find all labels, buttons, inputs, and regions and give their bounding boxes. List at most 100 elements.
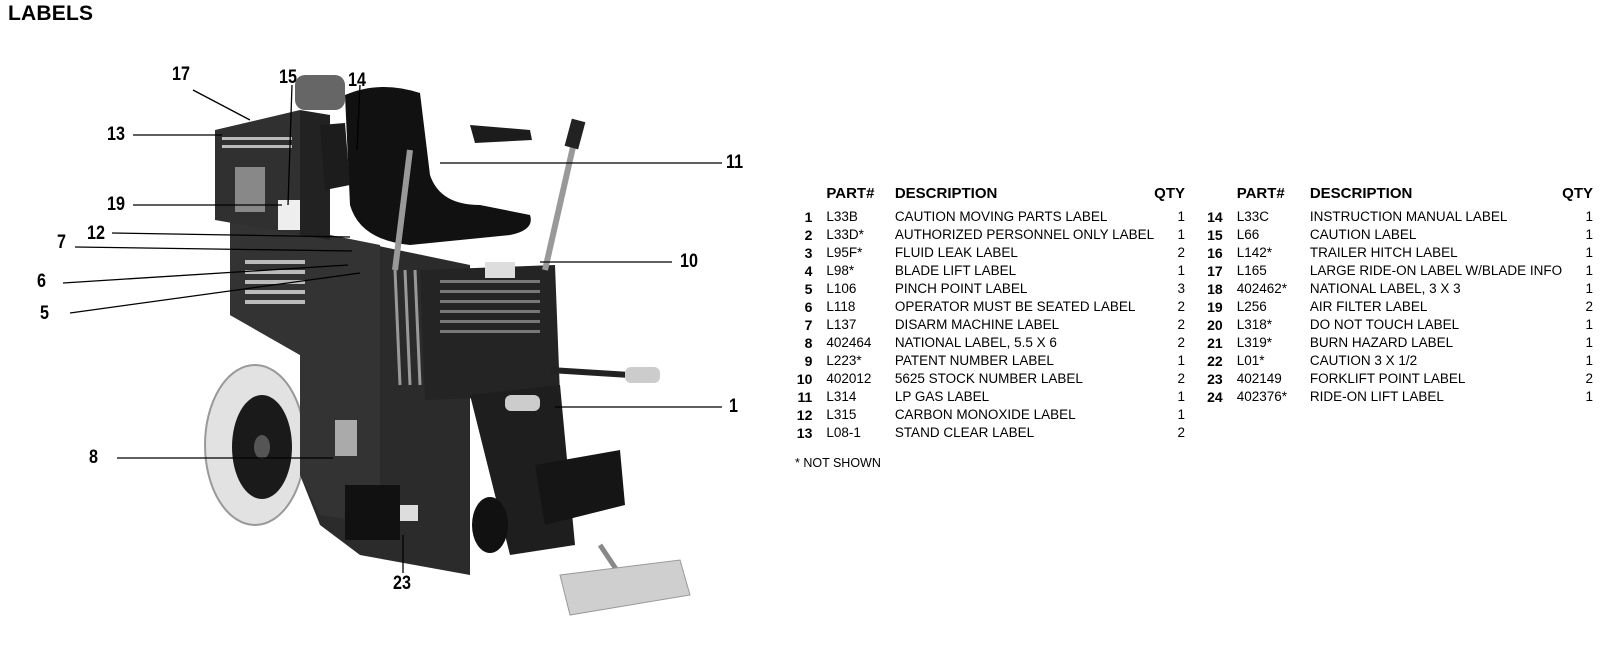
- quantity: 1: [1585, 227, 1593, 242]
- item-number: 23: [1207, 371, 1223, 387]
- item-number: 14: [1207, 209, 1223, 225]
- item-number: 9: [804, 353, 813, 369]
- description: DISARM MACHINE LABEL: [894, 317, 1060, 332]
- callout-14: 14: [348, 70, 366, 91]
- table-row: 4 L98* BLADE LIFT LABEL 1: [795, 263, 1185, 281]
- part-number: L315: [826, 407, 857, 422]
- quantity: 1: [1177, 227, 1185, 242]
- description: AUTHORIZED PERSONNEL ONLY LABEL: [894, 227, 1155, 242]
- part-number: L318*: [1236, 317, 1272, 332]
- quantity: 1: [1585, 317, 1593, 332]
- callout-11: 11: [726, 152, 744, 173]
- quantity: 1: [1585, 245, 1593, 260]
- item-number: 22: [1207, 353, 1223, 369]
- quantity: 1: [1585, 353, 1593, 368]
- item-number: 8: [804, 335, 813, 351]
- header-qty: QTY: [1154, 185, 1185, 202]
- item-number: 13: [796, 425, 813, 441]
- description: CARBON MONOXIDE LABEL: [894, 407, 1076, 422]
- table-header-row: PART# DESCRIPTION QTY: [1205, 185, 1593, 209]
- callout-15: 15: [279, 67, 297, 88]
- description: CAUTION 3 X 1/2: [1309, 353, 1418, 368]
- description: AIR FILTER LABEL: [1309, 299, 1428, 314]
- table-row: 20 L318* DO NOT TOUCH LABEL 1: [1205, 317, 1593, 335]
- description: BLADE LIFT LABEL: [894, 263, 1017, 278]
- quantity: 1: [1177, 263, 1185, 278]
- quantity: 1: [1177, 353, 1185, 368]
- item-number: 17: [1207, 263, 1223, 279]
- callout-6: 6: [37, 271, 46, 292]
- part-number: 402012: [826, 371, 872, 386]
- item-number: 5: [804, 281, 813, 297]
- part-number: L142*: [1236, 245, 1272, 260]
- quantity: 2: [1177, 425, 1185, 440]
- part-number: 402462*: [1236, 281, 1288, 296]
- item-number: 19: [1207, 299, 1223, 315]
- part-number: 402376*: [1236, 389, 1288, 404]
- callout-17: 17: [172, 64, 190, 85]
- description: OPERATOR MUST BE SEATED LABEL: [894, 299, 1136, 314]
- item-number: 18: [1207, 281, 1223, 297]
- description: DO NOT TOUCH LABEL: [1309, 317, 1460, 332]
- quantity: 2: [1177, 317, 1185, 332]
- description: BURN HAZARD LABEL: [1309, 335, 1454, 350]
- quantity: 2: [1177, 245, 1185, 260]
- part-number: 402149: [1236, 371, 1282, 386]
- item-number: 16: [1207, 245, 1223, 261]
- quantity: 1: [1585, 389, 1593, 404]
- part-number: L106: [826, 281, 857, 296]
- header-description: DESCRIPTION: [894, 185, 998, 202]
- callout-7: 7: [57, 232, 66, 253]
- machine-figure: 17 15 14 13 11 19 12 7 6 10 5 1 8 23: [0, 55, 790, 655]
- part-number: L33C: [1236, 209, 1269, 224]
- item-number: 21: [1207, 335, 1223, 351]
- part-number: L66: [1236, 227, 1260, 242]
- callout-5: 5: [40, 303, 49, 324]
- callout-12: 12: [87, 223, 105, 244]
- description: LP GAS LABEL: [894, 389, 990, 404]
- header-qty: QTY: [1562, 185, 1593, 202]
- callout-10: 10: [680, 251, 698, 272]
- quantity: 1: [1585, 281, 1593, 296]
- item-number: 11: [797, 389, 813, 405]
- item-number: 4: [804, 263, 813, 279]
- description: CAUTION LABEL: [1309, 227, 1417, 242]
- part-number: L314: [826, 389, 857, 404]
- part-number: L223*: [826, 353, 862, 368]
- quantity: 2: [1585, 299, 1593, 314]
- description: STAND CLEAR LABEL: [894, 425, 1035, 440]
- part-number: 402464: [826, 335, 872, 350]
- item-number: 20: [1207, 317, 1223, 333]
- item-number: 10: [796, 371, 813, 387]
- quantity: 1: [1585, 263, 1593, 278]
- quantity: 2: [1177, 371, 1185, 386]
- item-number: 7: [804, 317, 813, 333]
- part-number: L98*: [826, 263, 855, 278]
- quantity: 1: [1177, 209, 1185, 224]
- description: CAUTION MOVING PARTS LABEL: [894, 209, 1108, 224]
- quantity: 2: [1585, 371, 1593, 386]
- quantity: 1: [1177, 389, 1185, 404]
- part-number: L95F*: [826, 245, 863, 260]
